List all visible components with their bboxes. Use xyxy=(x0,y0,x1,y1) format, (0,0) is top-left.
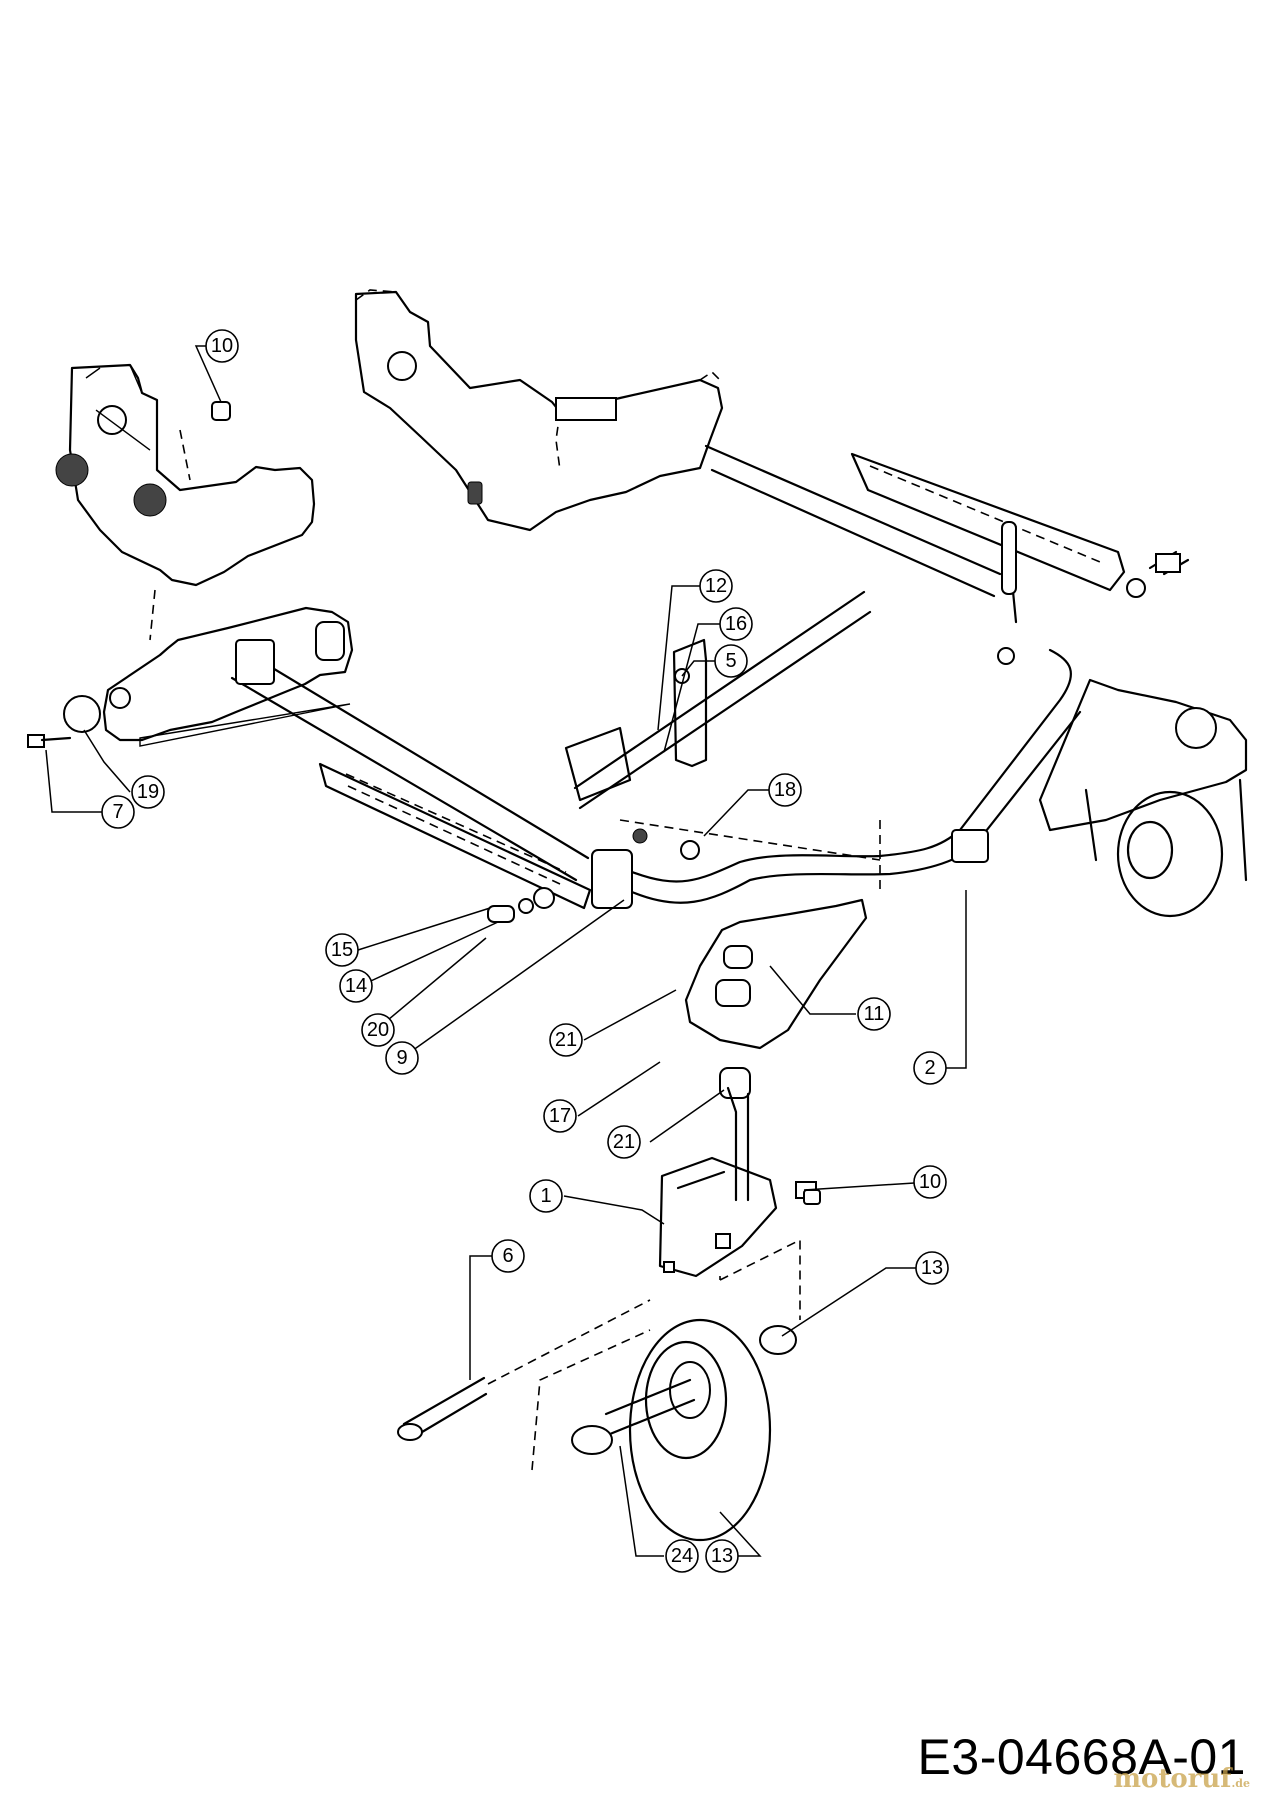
callout-13-upper: 13 xyxy=(915,1251,949,1285)
callout-11: 11 xyxy=(857,997,891,1031)
callout-label: 11 xyxy=(864,1003,885,1025)
callout-label: 20 xyxy=(367,1019,389,1041)
left-slider-rail xyxy=(318,762,633,910)
center-pivot-plate xyxy=(684,898,868,1099)
drawing-number: E3-04668A-01 xyxy=(917,1729,1246,1785)
callout-15: 15 xyxy=(325,933,359,967)
leader-lines xyxy=(45,345,967,1557)
callout-6: 6 xyxy=(491,1239,525,1273)
watermark-suffix: .de xyxy=(1231,1777,1250,1790)
callout-label: 9 xyxy=(396,1047,407,1069)
callout-label: 18 xyxy=(774,779,796,801)
callout-1: 1 xyxy=(529,1179,563,1213)
caster-assembly xyxy=(658,1086,817,1320)
callout-13-lower: 13 xyxy=(705,1539,739,1573)
callout-21-upper: 21 xyxy=(549,1023,583,1057)
callout-label: 21 xyxy=(555,1029,577,1051)
callout-2: 2 xyxy=(913,1051,947,1085)
callout-9: 9 xyxy=(385,1041,419,1075)
callout-7: 7 xyxy=(101,795,135,829)
callout-12: 12 xyxy=(699,569,733,603)
callout-label: 2 xyxy=(924,1057,935,1079)
fasteners xyxy=(27,401,821,1205)
right-slider-rail xyxy=(850,452,1190,665)
callout-16: 16 xyxy=(719,607,753,641)
right-rear-bracket-plate xyxy=(354,289,724,532)
callout-label: 14 xyxy=(345,975,367,997)
callout-17: 17 xyxy=(543,1099,577,1133)
callout-label: 17 xyxy=(549,1105,571,1127)
watermark-text: motoruf xyxy=(1113,1764,1232,1794)
caster-wheel xyxy=(397,1299,797,1542)
callout-label: 21 xyxy=(613,1131,635,1153)
watermark-logo: motoruf.de xyxy=(1113,1764,1250,1794)
callout-5: 5 xyxy=(714,644,748,678)
callout-label: 6 xyxy=(502,1245,513,1267)
callout-label: 5 xyxy=(725,650,736,672)
callout-10-bottom: 10 xyxy=(913,1165,947,1199)
callout-label: 16 xyxy=(725,613,747,635)
callout-21-lower: 21 xyxy=(607,1125,641,1159)
middle-link-bar xyxy=(564,638,881,892)
callout-19: 19 xyxy=(131,775,165,809)
callout-label: 10 xyxy=(919,1171,941,1193)
left-bracket-plate xyxy=(55,363,316,641)
callout-24: 24 xyxy=(665,1539,699,1573)
left-hanger-arm xyxy=(102,606,354,747)
callout-label: 15 xyxy=(331,939,353,961)
callout-label: 12 xyxy=(705,575,727,597)
callout-label: 13 xyxy=(711,1545,733,1567)
callout-label: 24 xyxy=(671,1545,693,1567)
callout-label: 10 xyxy=(211,335,233,357)
callout-14: 14 xyxy=(339,969,373,1003)
callout-18: 18 xyxy=(768,773,802,807)
front-right-wheel-assembly xyxy=(1038,678,1248,918)
callout-20: 20 xyxy=(361,1013,395,1047)
deck-tube-frame xyxy=(230,444,1082,904)
callout-label: 7 xyxy=(112,801,123,823)
callout-10-top: 10 xyxy=(205,329,239,363)
callout-label: 19 xyxy=(137,781,159,803)
callout-label: 1 xyxy=(540,1185,551,1207)
callout-label: 13 xyxy=(921,1257,943,1279)
